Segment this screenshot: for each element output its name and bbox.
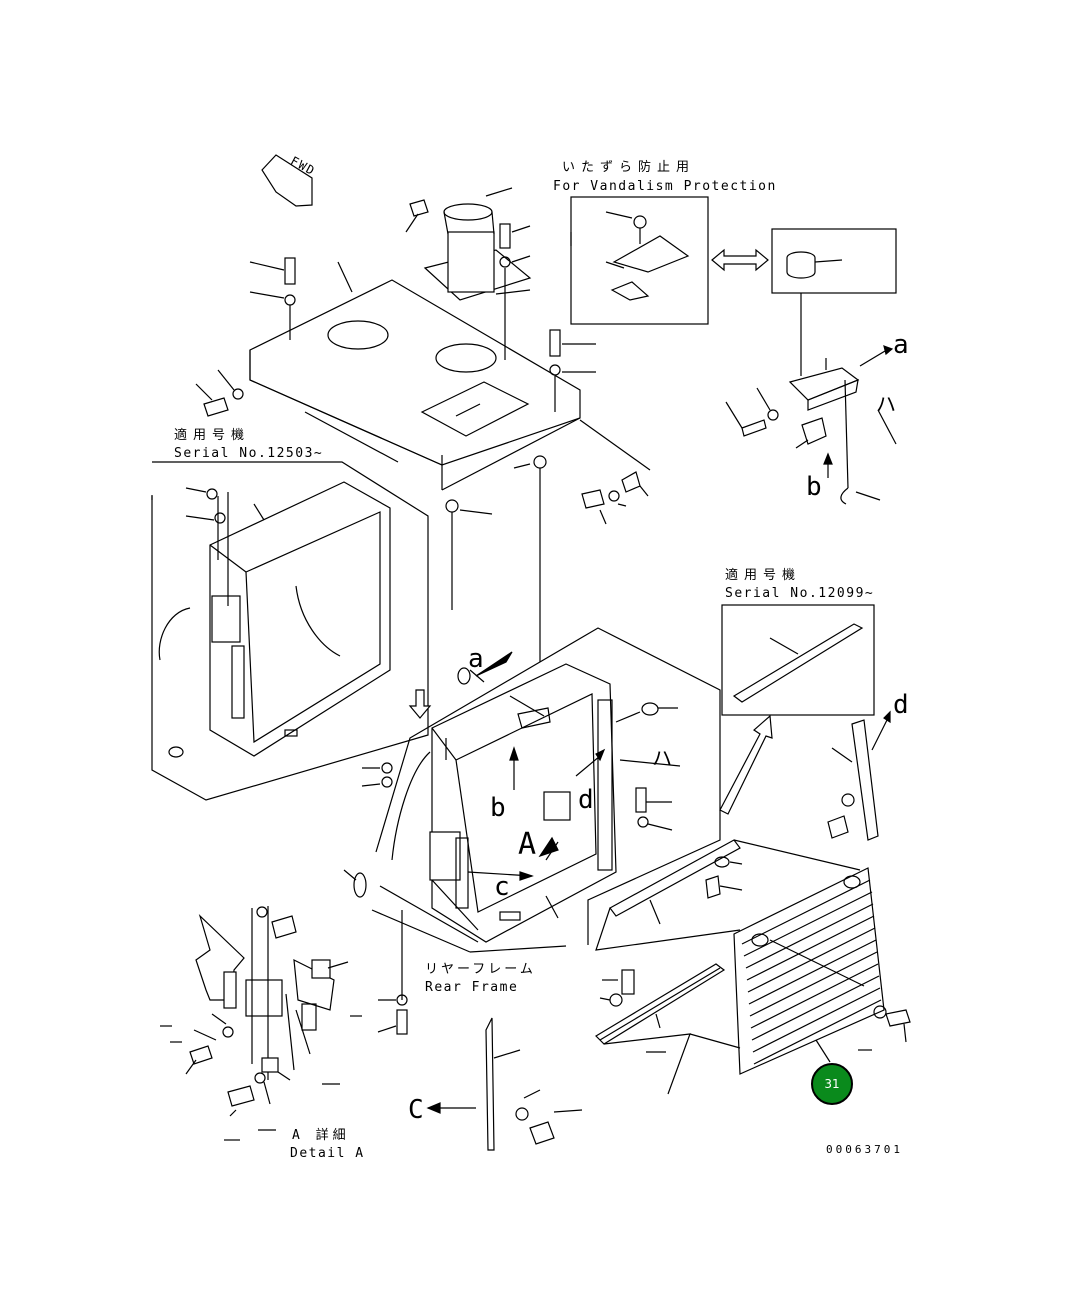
callout-c-mid: c bbox=[494, 872, 510, 902]
vandalism-title-en: For Vandalism Protection bbox=[553, 179, 777, 194]
callout-d-right: d bbox=[893, 690, 909, 720]
serial-right-title-jp: 適用号機 bbox=[725, 568, 802, 583]
inset-frame-serial-12099 bbox=[721, 604, 875, 716]
badge-leader-line bbox=[815, 1039, 831, 1063]
fwd-arrow-icon bbox=[261, 154, 313, 207]
rear-frame-title-en: Rear Frame bbox=[425, 980, 519, 995]
callout-b-mid: b bbox=[490, 793, 506, 823]
serial-left-title-en: Serial No.12503~ bbox=[174, 446, 324, 461]
vandalism-detail-box bbox=[570, 196, 709, 325]
detail-a-assembly bbox=[160, 906, 349, 1141]
main-frame bbox=[343, 627, 721, 953]
filter-housing bbox=[423, 203, 532, 301]
detail-a-title-jp: A 詳細 bbox=[292, 1128, 350, 1143]
callout-a-mid: a bbox=[468, 644, 484, 674]
cap-detail-box bbox=[771, 228, 897, 294]
inset-frame-serial-12503 bbox=[151, 461, 429, 801]
bolt-group-top bbox=[195, 187, 596, 417]
callout-b-top: b bbox=[806, 472, 822, 502]
callout-ha-top: ハ bbox=[876, 392, 896, 416]
callout-C-bottom: C bbox=[408, 1095, 424, 1125]
vandalism-plate bbox=[612, 235, 690, 273]
vandalism-clip bbox=[610, 281, 650, 301]
top-cover-panel bbox=[249, 279, 581, 491]
serial-right-title-en: Serial No.12099~ bbox=[725, 586, 875, 601]
callout-A-mid: A bbox=[518, 827, 537, 862]
arrow-diagonal-icon bbox=[719, 714, 773, 815]
vandalism-bolt-head bbox=[633, 215, 647, 229]
callout-d-mid: d bbox=[578, 785, 594, 815]
drawing-number: 00063701 bbox=[826, 1143, 903, 1156]
item-number-badge[interactable]: 31 bbox=[811, 1063, 853, 1105]
callout-a-top: a bbox=[893, 330, 909, 360]
arrow-up-icon bbox=[408, 689, 432, 719]
serial-left-title-jp: 適用号機 bbox=[174, 428, 251, 443]
radiator-grille bbox=[733, 867, 885, 1075]
detail-a-title-en: Detail A bbox=[290, 1146, 365, 1161]
rear-frame-title-jp: リヤーフレーム bbox=[425, 962, 536, 977]
vandalism-title-jp: いたずら防止用 bbox=[562, 160, 696, 175]
double-arrow-icon bbox=[711, 248, 769, 272]
callout-ha-mid: ハ bbox=[652, 746, 672, 770]
rubber-cap bbox=[786, 251, 816, 279]
